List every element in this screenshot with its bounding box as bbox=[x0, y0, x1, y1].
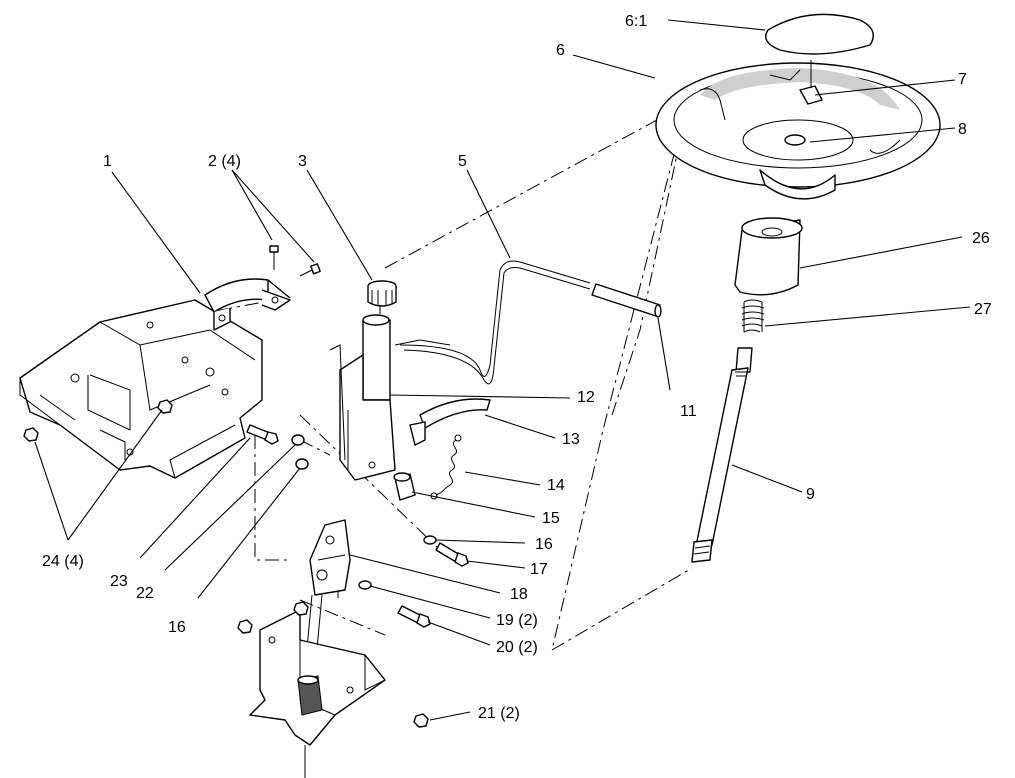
callout-9: 9 bbox=[806, 486, 815, 503]
callout-17: 17 bbox=[530, 561, 548, 578]
bolt-23 bbox=[246, 424, 279, 445]
callout-19: 19 (2) bbox=[496, 612, 538, 629]
throttle-rod-5 bbox=[399, 260, 591, 385]
callout-labels: 1 2 (4) 3 5 6 6:1 7 8 26 27 12 11 13 14 … bbox=[42, 13, 992, 722]
spring-14 bbox=[430, 434, 462, 500]
callout-24: 24 (4) bbox=[42, 553, 84, 570]
callout-8: 8 bbox=[958, 121, 967, 138]
callout-11: 11 bbox=[680, 403, 697, 420]
steering-column-12 bbox=[329, 314, 451, 481]
callout-12: 12 bbox=[577, 389, 595, 406]
bolt-20 bbox=[397, 605, 431, 628]
callout-1: 1 bbox=[103, 153, 112, 170]
steering-shaft-9 bbox=[691, 347, 753, 563]
tube-11 bbox=[591, 283, 662, 318]
callout-21: 21 (2) bbox=[478, 705, 520, 722]
callout-16-right: 16 bbox=[535, 536, 553, 553]
spacer-15 bbox=[393, 472, 416, 501]
bolt-17 bbox=[423, 535, 469, 567]
bushing-3 bbox=[367, 280, 397, 307]
callout-6-1: 6:1 bbox=[625, 13, 647, 30]
nut-24 bbox=[23, 399, 173, 442]
callout-6: 6 bbox=[556, 42, 565, 59]
callout-7: 7 bbox=[958, 71, 967, 88]
steering-wheel-6 bbox=[655, 62, 941, 200]
washer-16 bbox=[295, 458, 309, 470]
callout-20: 20 (2) bbox=[496, 639, 538, 656]
cap-6-1 bbox=[765, 13, 874, 55]
bolt-2 bbox=[269, 245, 321, 277]
callout-26: 26 bbox=[972, 230, 990, 247]
callout-5: 5 bbox=[458, 153, 467, 170]
callout-18: 18 bbox=[510, 586, 528, 603]
callout-15: 15 bbox=[542, 510, 560, 527]
callout-3: 3 bbox=[298, 153, 307, 170]
spacer-22 bbox=[291, 434, 305, 446]
leader-lines bbox=[34, 19, 971, 721]
nut-7 bbox=[799, 60, 823, 105]
callout-23: 23 bbox=[110, 573, 128, 590]
washer-8 bbox=[784, 134, 806, 146]
callout-2: 2 (4) bbox=[208, 153, 241, 170]
bracket-2 bbox=[204, 278, 291, 331]
lower-bracket bbox=[237, 601, 386, 778]
callout-16-left: 16 bbox=[168, 619, 186, 636]
callout-13: 13 bbox=[562, 431, 580, 448]
callout-14: 14 bbox=[547, 477, 565, 494]
bracket-13 bbox=[409, 398, 491, 446]
washer-19 bbox=[358, 580, 372, 590]
frame-plate bbox=[19, 299, 263, 479]
cover-26 bbox=[734, 217, 803, 296]
nut-21 bbox=[413, 713, 429, 728]
callout-22: 22 bbox=[136, 585, 154, 602]
spring-27 bbox=[741, 299, 765, 333]
callout-27: 27 bbox=[974, 301, 992, 318]
